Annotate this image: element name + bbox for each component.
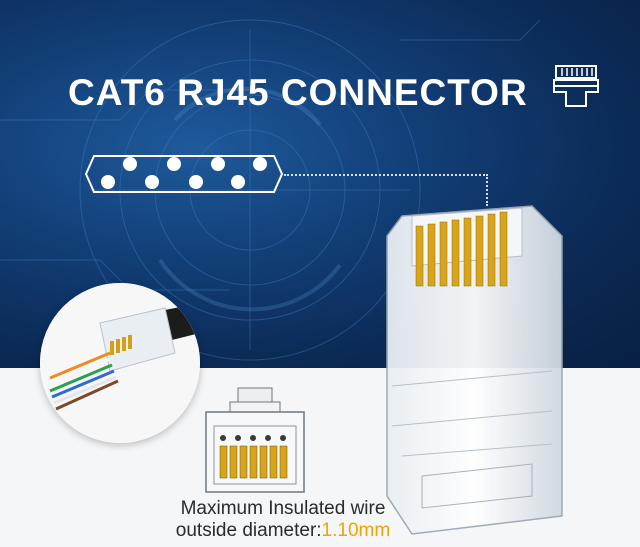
rj45-connector-icon xyxy=(553,65,599,107)
caption-label: outside diameter: xyxy=(175,520,322,541)
caption-line-1: Maximum Insulated wire xyxy=(180,498,386,519)
pin-layout-diagram xyxy=(84,155,284,193)
caption-line-2: outside diameter:1.10mm xyxy=(148,520,418,542)
rj45-front-view-image xyxy=(205,387,305,493)
tech-background-pattern xyxy=(0,19,541,361)
pointer-line xyxy=(284,174,488,176)
page-title: CAT6 RJ45 CONNECTOR xyxy=(68,72,528,113)
pointer-line-vertical xyxy=(486,174,488,206)
diameter-value: 1.10mm xyxy=(321,520,391,541)
rj45-connector-image xyxy=(386,205,563,535)
wired-connector-image xyxy=(40,283,200,443)
